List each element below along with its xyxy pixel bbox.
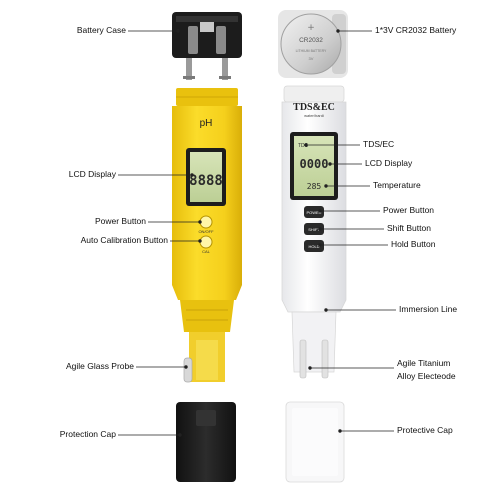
label-lcd-display-left: LCD Display: [68, 169, 116, 179]
tds-power-key[interactable]: [304, 206, 324, 218]
tds-titanium-electrode-2: [321, 339, 329, 379]
battery-case-image: [172, 12, 242, 80]
tds-lcd-reading: 0000: [300, 157, 329, 171]
label-immersion-line: Immersion Line: [399, 304, 458, 314]
tds-temp-reading: 285: [307, 182, 322, 191]
battery-model-text: CR2032: [299, 37, 323, 44]
tds-subtitle-text: water/hardi: [304, 113, 324, 118]
label-protective-cap: Protective Cap: [397, 425, 453, 435]
tds-meter-image: TDS&EC water/hardi TDS 0000 285 POWER SH…: [281, 85, 347, 379]
tds-protective-cap-image: [285, 401, 345, 483]
svg-text:+: +: [307, 23, 315, 33]
label-temperature: Temperature: [373, 180, 421, 190]
tds-shift-key-label: SHIFT: [308, 227, 320, 232]
left-leader-lines: [118, 29, 202, 437]
battery-volts-text: 3V: [309, 56, 314, 61]
tds-brand-text: TDS&EC: [293, 102, 335, 113]
label-power-button-left: Power Button: [94, 216, 146, 226]
ph-on-off-label: ON/OFF: [198, 229, 214, 234]
ph-lcd-digits: 8888: [189, 173, 223, 189]
ph-cal-label: CAL: [202, 249, 211, 254]
label-agile-titanium-line2: Alloy Electeode: [397, 371, 456, 381]
tds-titanium-electrode-1: [299, 339, 307, 379]
ph-brand-text: pH: [200, 118, 213, 129]
label-protection-cap: Protection Cap: [59, 429, 116, 439]
tds-hold-key-label: HOLD: [308, 244, 319, 249]
ph-protection-cap-image: [176, 402, 236, 482]
ph-glass-probe: [183, 357, 193, 383]
tds-power-key-label: POWER: [306, 210, 321, 215]
label-battery-case: Battery Case: [76, 25, 126, 35]
label-power-button-right: Power Button: [383, 205, 435, 215]
battery-lithium-text: LITHIUM BATTERY: [296, 49, 327, 53]
ph-power-button[interactable]: [199, 215, 213, 229]
label-auto-calibration-button: Auto Calibration Button: [80, 235, 168, 245]
tds-shift-key[interactable]: [304, 223, 324, 235]
label-lcd-display-right: LCD Display: [365, 158, 413, 168]
label-hold-button: Hold Button: [391, 239, 436, 249]
label-shift-button: Shift Button: [387, 223, 431, 233]
tds-hold-key[interactable]: [304, 240, 324, 252]
tds-mode-text: TDS: [298, 143, 309, 149]
label-agile-titanium-line1: Agile Titanium: [397, 358, 451, 368]
label-tds-ec: TDS/EC: [363, 139, 395, 149]
label-agile-glass-probe: Agile Glass Probe: [65, 361, 134, 371]
ph-calibration-button[interactable]: [199, 235, 213, 249]
right-leader-lines: [304, 29, 396, 433]
label-battery: 1*3V CR2032 Battery: [375, 25, 457, 35]
coin-battery-image: + CR2032 LITHIUM BATTERY 3V: [278, 10, 348, 78]
ph-meter-image: pH 8888 ON/OFF CAL: [172, 88, 242, 383]
